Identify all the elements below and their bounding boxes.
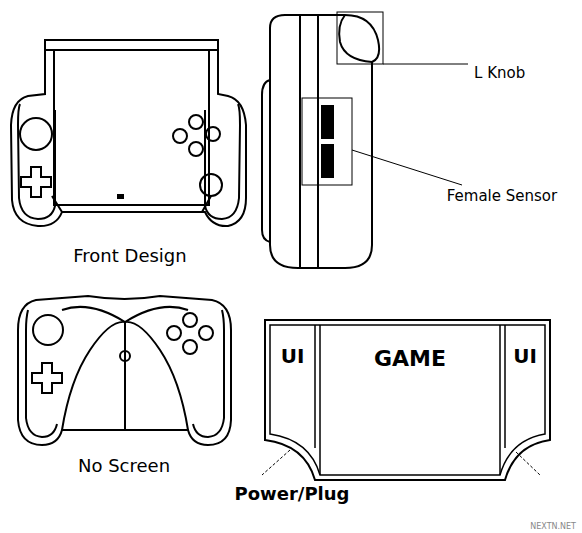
- view-caption: Front Design: [71, 246, 188, 267]
- region-label: UI: [513, 344, 537, 368]
- screen-region: UI: [271, 326, 314, 431]
- watermark: NEXTN.NET: [528, 522, 578, 531]
- screen-region: GAME: [321, 326, 499, 474]
- region-label: GAME: [374, 346, 446, 371]
- front-controller: [11, 40, 246, 226]
- view-caption: No Screen: [76, 456, 172, 477]
- region-label: UI: [281, 344, 305, 368]
- side-view: [262, 12, 468, 268]
- part-name: Power/Plug: [233, 484, 352, 505]
- screen-region: UI: [506, 326, 544, 431]
- part-name: L Knob: [472, 65, 527, 82]
- screen-layout: [262, 320, 550, 480]
- part-name: Female Sensor: [445, 188, 559, 205]
- no-screen-controller: [18, 296, 231, 445]
